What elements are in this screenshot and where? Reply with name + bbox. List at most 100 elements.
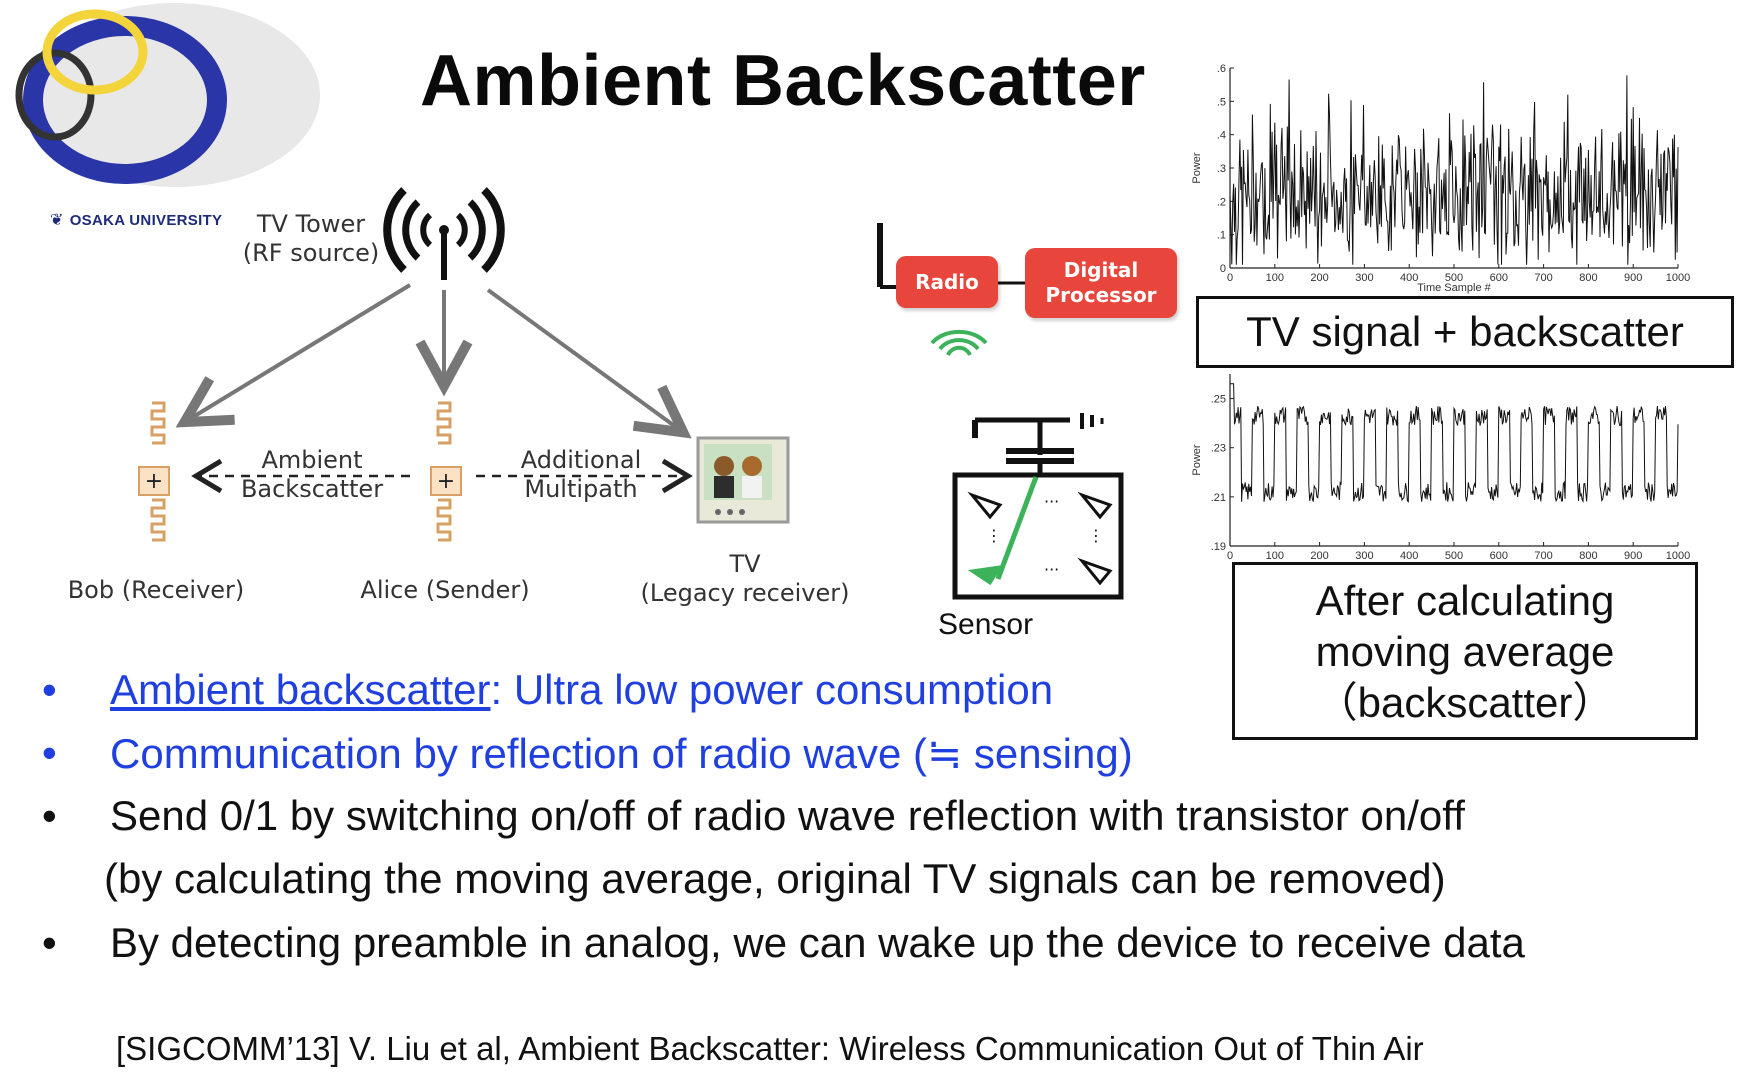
y-tick-label: .21 <box>1211 492 1226 504</box>
x-tick-label: 400 <box>1400 550 1418 562</box>
x-tick-label: 700 <box>1534 272 1552 284</box>
moving-average-series-line <box>1230 383 1679 503</box>
citation: [SIGCOMM’13] V. Liu et al, Ambient Backs… <box>116 1030 1424 1067</box>
bullet-text: Ambient backscatter: Ultra low power con… <box>110 666 1053 714</box>
bullet-marker: • <box>42 729 57 776</box>
digital-processor-chip: Digital Processor <box>1025 248 1177 318</box>
wifi-icon <box>930 329 988 356</box>
bullet-item: • By detecting preamble in analog, we ca… <box>40 919 1700 982</box>
x-tick-label: 0 <box>1227 550 1233 562</box>
y-tick-label: .1 <box>1217 230 1226 242</box>
slide-title: Ambient Backscatter <box>420 41 1146 121</box>
bullet-marker: • <box>42 666 57 713</box>
y-tick-label: .2 <box>1217 196 1226 208</box>
y-tick-label: .23 <box>1211 443 1226 455</box>
x-tick-label: 0 <box>1227 272 1233 284</box>
ambient-backscatter-label: Ambient Backscatter <box>232 446 392 504</box>
y-tick-label: .5 <box>1217 96 1226 108</box>
svg-text:···: ··· <box>1044 560 1059 579</box>
x-tick-label: 100 <box>1266 272 1284 284</box>
tv-set-icon <box>696 436 790 524</box>
backscatter-diagram: + + <box>138 187 790 542</box>
bullet-text: By detecting preamble in analog, we can … <box>110 919 1525 966</box>
arrow-to-tv <box>486 288 692 439</box>
x-tick-label: 600 <box>1490 550 1508 562</box>
y-tick-label: .4 <box>1217 130 1226 142</box>
tv-line1: TV <box>729 550 761 578</box>
sensor-label: Sensor <box>938 608 1034 641</box>
x-tick-label: 100 <box>1266 550 1284 562</box>
x-tick-label: 900 <box>1624 272 1642 284</box>
tv-tower-line2: (RF source) <box>242 239 380 267</box>
x-tick-label: 1000 <box>1666 550 1690 562</box>
x-tick-label: 800 <box>1579 272 1597 284</box>
moving-average-caption: After calculating moving average （backsc… <box>1232 562 1698 740</box>
bullet-item: • Communication by reflection of radio w… <box>40 729 1700 792</box>
x-tick-label: 400 <box>1400 272 1418 284</box>
ambient-backscatter-link[interactable]: Ambient backscatter <box>110 666 491 713</box>
signal-series-line <box>1229 75 1679 265</box>
x-tick-label: 800 <box>1579 550 1597 562</box>
bullet-marker: • <box>42 919 57 966</box>
bob-label: Bob (Receiver) <box>67 576 245 604</box>
arrow-to-bob <box>175 283 412 428</box>
tv-tower-icon <box>383 187 505 280</box>
bullet-continuation: (by calculating the moving average, orig… <box>104 855 1446 902</box>
y-axis-label: Power <box>1191 152 1203 184</box>
tv-signal-chart: 0 100 200 300 400 500 600 700 800 900 1000 0 .1 .2 .3.… <box>1191 63 1690 294</box>
tv-tower-line1: TV Tower <box>256 210 366 238</box>
tv-tower-label: TV Tower (RF source) <box>236 210 386 268</box>
tag-antenna-icon: + <box>138 401 170 542</box>
ambient-line1: Ambient <box>261 446 363 474</box>
moving-average-chart: 0 100 200 300 400 500 600 700 800 900 1000 .19 .21 .2… <box>1191 374 1690 562</box>
svg-text:⋮: ⋮ <box>986 526 1002 545</box>
x-axis-label: Time Sample # <box>1417 282 1491 294</box>
osaka-logo-icon <box>15 3 320 187</box>
ambient-line2: Backscatter <box>240 475 384 503</box>
bullet-item: • Ambient backscatter: Ultra low power c… <box>40 666 1700 729</box>
bullet-list: • Ambient backscatter: Ultra low power c… <box>40 666 1700 982</box>
tv-line2: (Legacy receiver) <box>640 579 850 607</box>
svg-text:⋮: ⋮ <box>1088 526 1104 545</box>
bullet-text: Send 0/1 by switching on/off of radio wa… <box>110 792 1465 839</box>
bullet-marker: • <box>42 792 57 839</box>
x-tick-label: 200 <box>1310 272 1328 284</box>
bullet-text: Communication by reflection of radio wav… <box>110 730 1133 777</box>
y-tick-label: .3 <box>1217 163 1226 175</box>
radio-chip: Radio <box>896 256 998 308</box>
x-tick-label: 200 <box>1310 550 1328 562</box>
x-tick-label: 900 <box>1624 550 1642 562</box>
osaka-mark-icon: ❦ <box>50 212 64 229</box>
alice-label: Alice (Sender) <box>360 576 530 604</box>
y-tick-label: 0 <box>1220 263 1226 275</box>
svg-text:+: + <box>145 469 163 494</box>
logo-label: OSAKA UNIVERSITY <box>69 211 223 229</box>
x-tick-label: 500 <box>1445 550 1463 562</box>
y-tick-label: .6 <box>1217 63 1226 75</box>
caption-line1: After calculating <box>1315 576 1615 624</box>
processor-line1: Digital <box>1063 258 1139 282</box>
bullet-text-rest: : Ultra low power consumption <box>490 666 1054 713</box>
caption-line3: （backscatter） <box>1315 678 1615 726</box>
x-tick-label: 600 <box>1490 272 1508 284</box>
x-tick-label: 300 <box>1355 272 1373 284</box>
tag-antenna-icon: + <box>430 401 462 542</box>
caption-line2: moving average <box>1315 627 1615 675</box>
x-tick-label: 500 <box>1445 272 1463 284</box>
x-tick-label: 300 <box>1355 550 1373 562</box>
y-tick-label: .25 <box>1211 394 1226 406</box>
y-axis-label: Power <box>1191 444 1203 476</box>
sensor-circuit-icon: ··· ··· ⋮ ⋮ <box>952 413 1124 600</box>
y-tick-label: .19 <box>1211 541 1226 553</box>
bullet-item: • Send 0/1 by switching on/off of radio … <box>40 792 1700 855</box>
multipath-line1: Additional <box>520 446 642 474</box>
svg-text:···: ··· <box>1044 492 1059 511</box>
sensor-system-diagram: ··· ··· ⋮ ⋮ <box>877 223 1124 600</box>
x-tick-label: 700 <box>1534 550 1552 562</box>
x-tick-label: 1000 <box>1666 272 1690 284</box>
multipath-line2: Multipath <box>524 475 638 503</box>
logo-text: ❦ OSAKA UNIVERSITY <box>50 210 222 230</box>
additional-multipath-label: Additional Multipath <box>506 446 656 504</box>
svg-text:+: + <box>437 469 455 494</box>
tv-signal-caption: TV signal + backscatter <box>1196 296 1734 368</box>
